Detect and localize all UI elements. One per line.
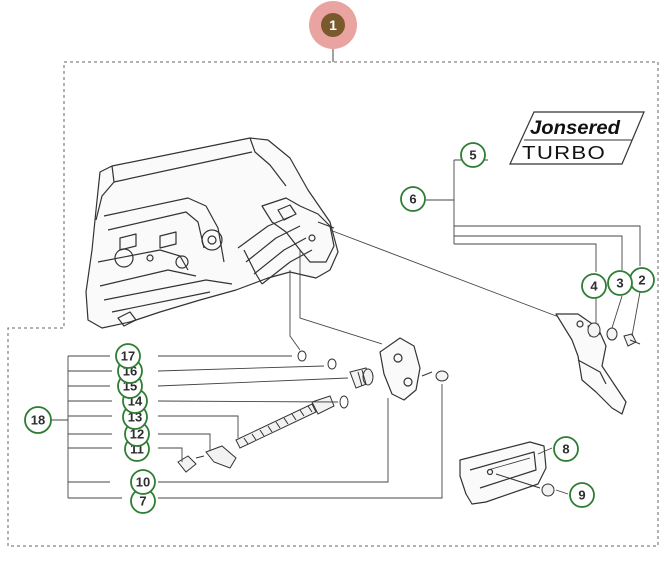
rear-guard bbox=[459, 441, 547, 505]
callout-6[interactable]: 6 bbox=[400, 186, 426, 212]
adjuster-gear bbox=[349, 367, 374, 389]
cover-housing bbox=[85, 137, 339, 329]
assembly-boundary bbox=[7, 61, 659, 547]
upper-bracket-leaders bbox=[426, 159, 641, 337]
guard-leaders bbox=[537, 447, 569, 495]
svg-text:6: 6 bbox=[409, 192, 416, 207]
cover-leaders bbox=[289, 229, 573, 351]
callout-5[interactable]: 5 bbox=[460, 142, 486, 168]
svg-text:3: 3 bbox=[616, 276, 623, 291]
decal-brand: Jonsered bbox=[530, 118, 620, 139]
pin-and-nut bbox=[177, 445, 237, 473]
svg-text:4: 4 bbox=[590, 279, 598, 294]
adjusting-screw bbox=[235, 395, 335, 449]
side-plate bbox=[555, 313, 627, 415]
plate-screw bbox=[421, 370, 449, 382]
svg-text:7: 7 bbox=[139, 494, 146, 509]
guard-screw bbox=[495, 473, 555, 497]
assembly-badge-dot bbox=[321, 13, 345, 37]
callout-3[interactable]: 3 bbox=[607, 270, 633, 296]
svg-text:18: 18 bbox=[31, 413, 45, 428]
left-bracket-leaders bbox=[50, 355, 443, 499]
washers bbox=[297, 350, 349, 409]
svg-text:9: 9 bbox=[578, 488, 585, 503]
svg-text:8: 8 bbox=[562, 442, 569, 457]
assembly-number: 1 bbox=[329, 17, 337, 33]
svg-text:5: 5 bbox=[469, 148, 476, 163]
decal: Jonsered TURBO bbox=[509, 111, 645, 165]
svg-text:2: 2 bbox=[638, 273, 645, 288]
adjuster-plate bbox=[379, 337, 421, 401]
callouts: 2 3 4 5 6 7 8 9 10 11 12 13 14 15 16 17 … bbox=[24, 142, 655, 514]
callout-4[interactable]: 4 bbox=[581, 273, 607, 299]
svg-text:17: 17 bbox=[121, 349, 135, 364]
svg-text:10: 10 bbox=[136, 475, 150, 490]
fasteners-2-3-4 bbox=[587, 322, 641, 347]
svg-text:12: 12 bbox=[130, 427, 144, 442]
callout-18[interactable]: 18 bbox=[24, 406, 52, 434]
assembly-badge[interactable]: 1 bbox=[309, 1, 357, 49]
callout-17[interactable]: 17 bbox=[115, 343, 141, 369]
callout-9[interactable]: 9 bbox=[569, 482, 595, 508]
callout-8[interactable]: 8 bbox=[553, 436, 579, 462]
callout-2[interactable]: 2 bbox=[629, 267, 655, 293]
callout-10[interactable]: 10 bbox=[130, 469, 156, 495]
decal-model: TURBO bbox=[522, 143, 606, 163]
